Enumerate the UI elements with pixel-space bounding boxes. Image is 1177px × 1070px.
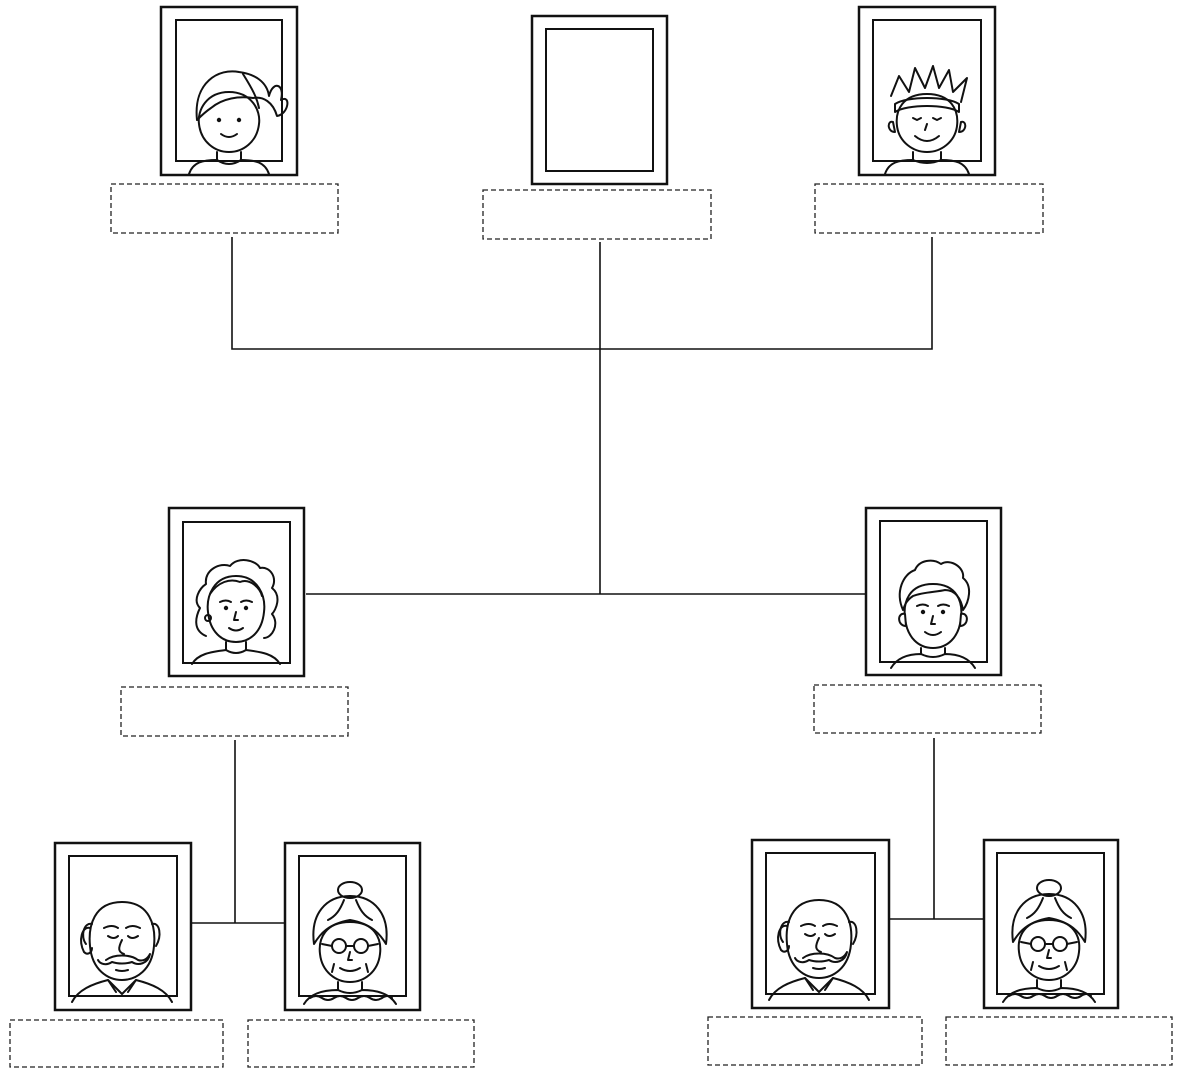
paternal-grandparents-connector [890, 738, 984, 920]
maternal-grandparents-connector [191, 740, 285, 924]
name-label-box[interactable] [814, 183, 1044, 234]
member-grandfather-paternal [707, 838, 923, 1066]
member-grandfather-maternal [9, 841, 224, 1068]
member-mother [120, 506, 349, 737]
member-self [482, 14, 712, 240]
children-sibling-bar [231, 237, 933, 350]
name-label-box[interactable] [9, 1019, 224, 1068]
name-label-box[interactable] [482, 189, 712, 240]
name-label-box[interactable] [707, 1016, 923, 1066]
name-label-box[interactable] [945, 1016, 1173, 1066]
member-grandmother-maternal [247, 841, 475, 1068]
connector-lines [191, 237, 984, 924]
name-label-box[interactable] [247, 1019, 475, 1068]
name-label-box[interactable] [813, 684, 1042, 734]
member-girl [110, 5, 339, 234]
member-father [813, 506, 1042, 734]
empty-portrait-frame [545, 28, 654, 172]
name-label-box[interactable] [110, 183, 339, 234]
name-label-box[interactable] [120, 686, 349, 737]
member-grandmother-paternal [945, 838, 1173, 1066]
member-boy [814, 5, 1044, 234]
